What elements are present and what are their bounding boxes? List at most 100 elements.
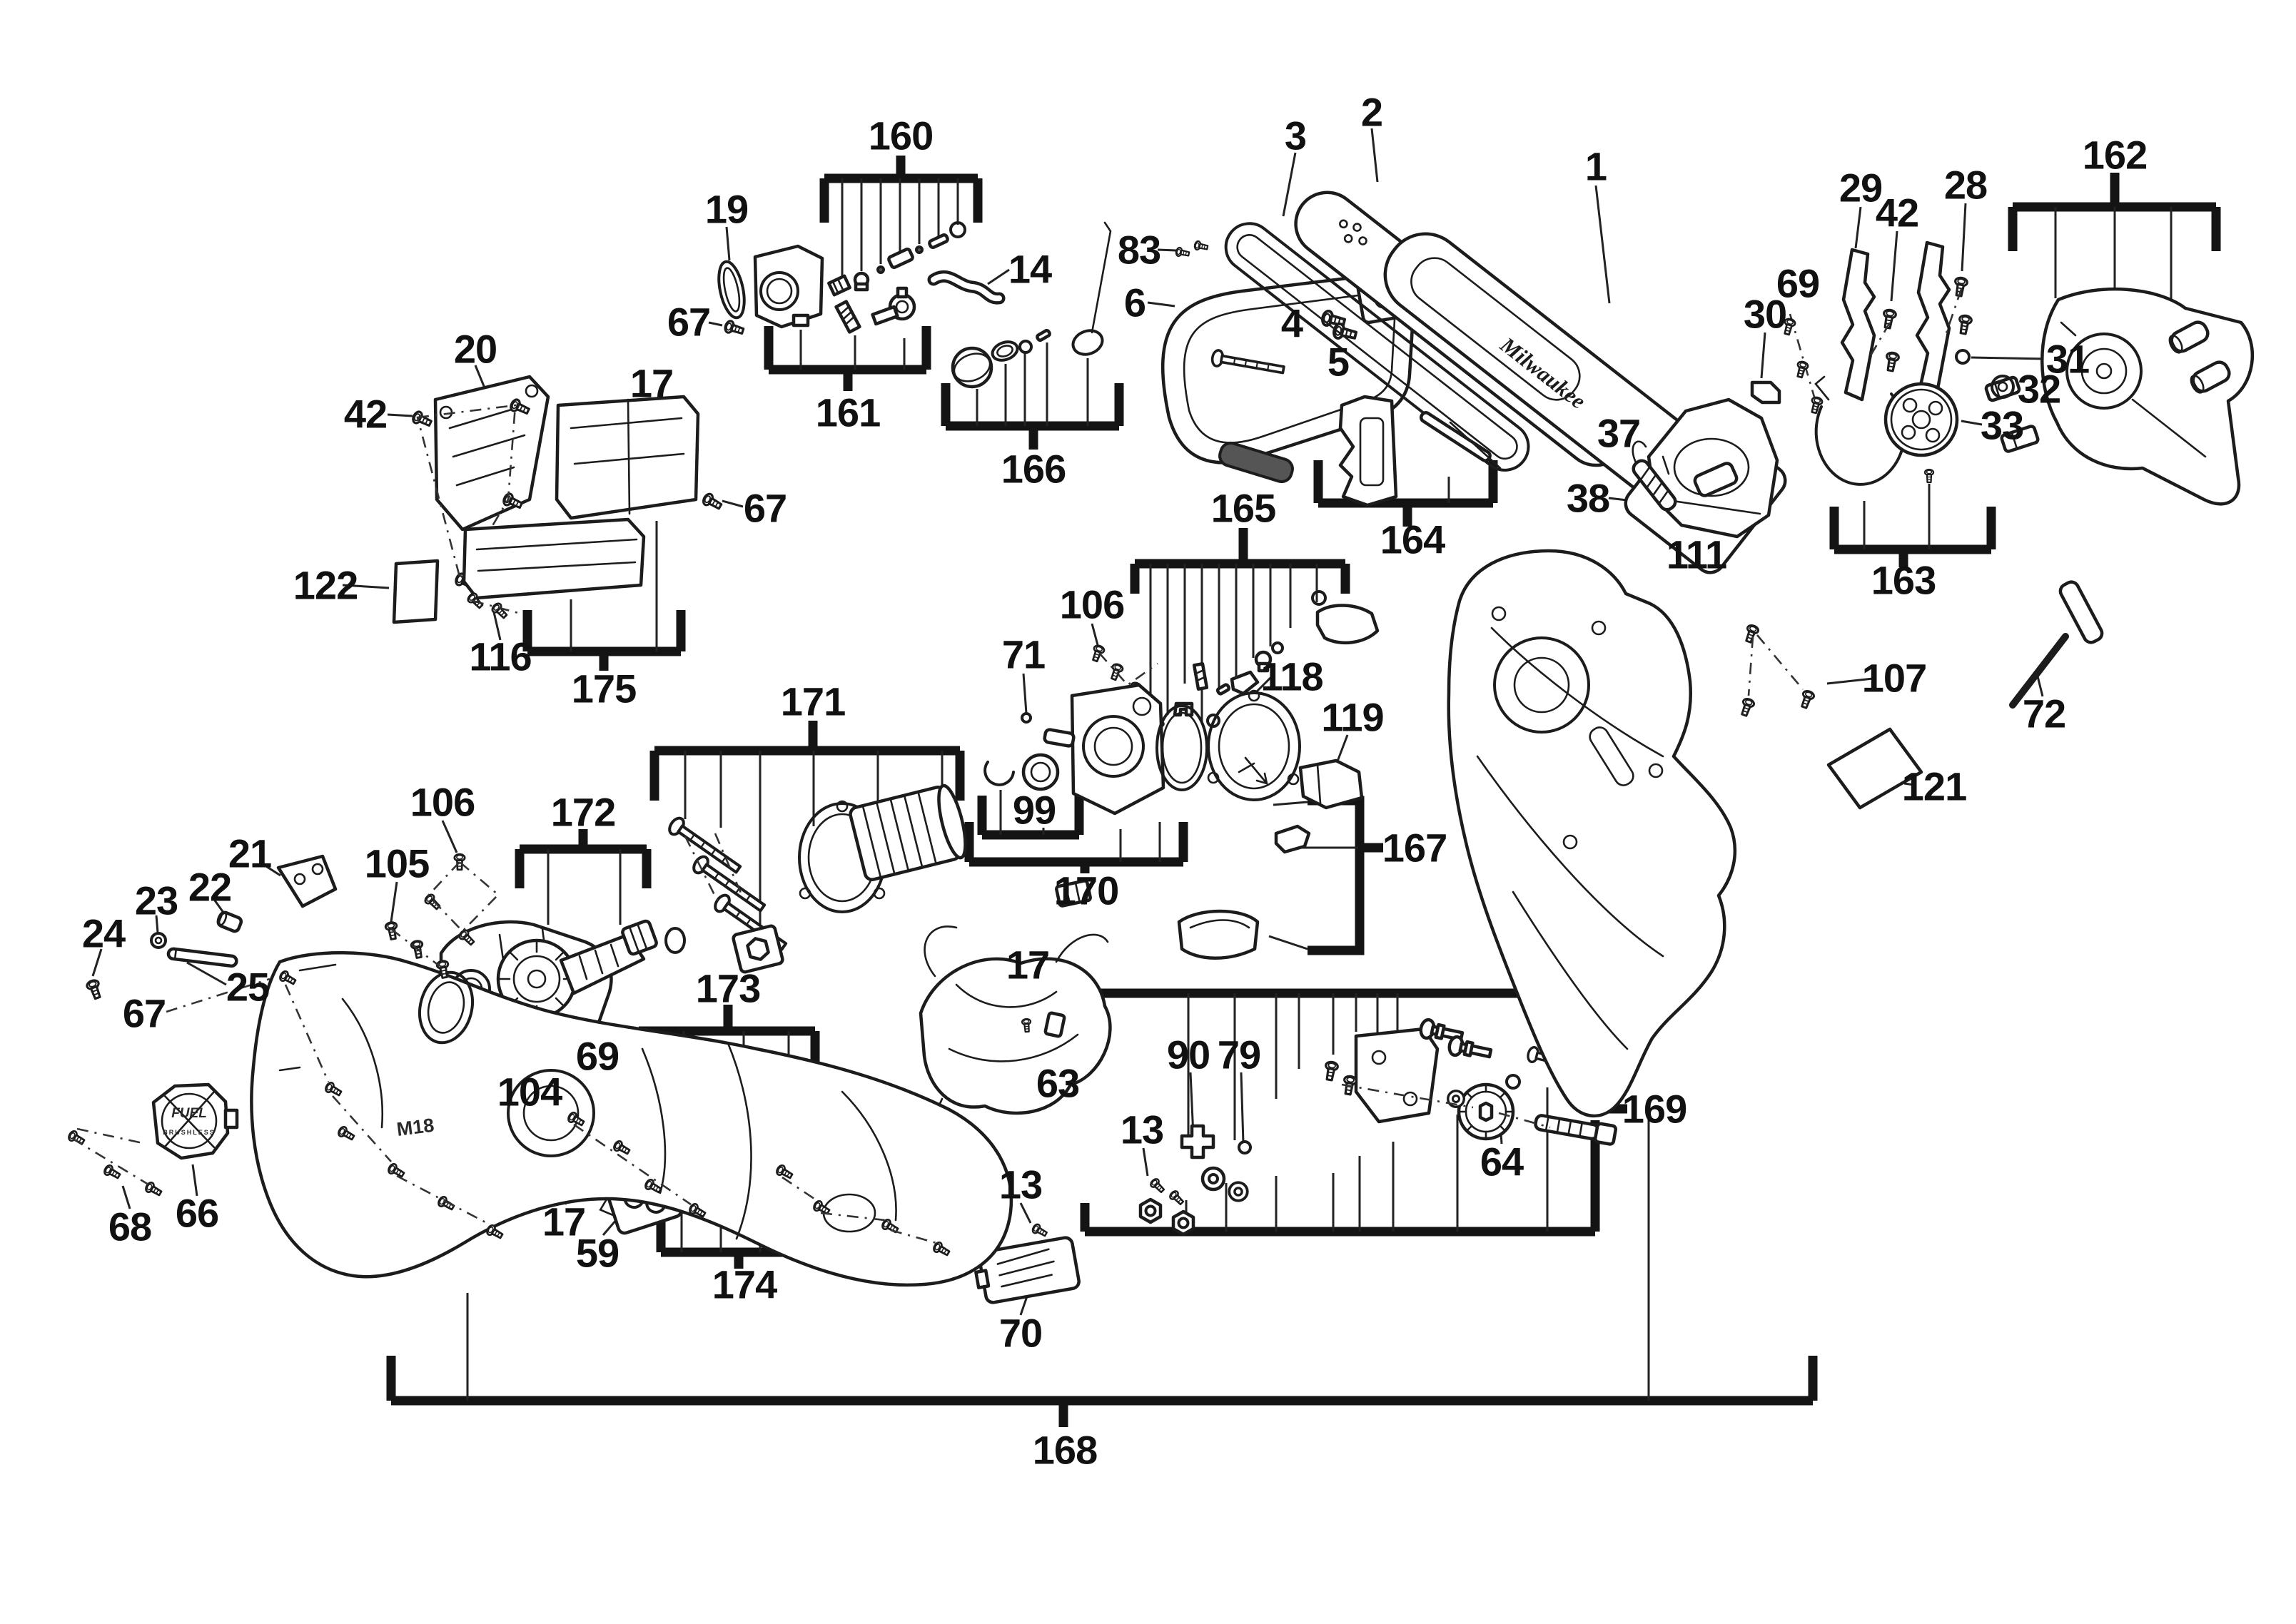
- damper-part-111: [1693, 462, 1739, 497]
- screws-116: [465, 591, 522, 621]
- oiler-part-161: [871, 286, 916, 326]
- sprocket-cover-part-162: [1984, 287, 2255, 506]
- part-label-4: 4: [1280, 300, 1303, 346]
- screw-part-24: [84, 978, 105, 1001]
- part-label-31: 31: [2045, 336, 2090, 382]
- part-label-64: 64: [1480, 1139, 1524, 1184]
- part-label-119: 119: [1321, 694, 1384, 740]
- part-label-83: 83: [1117, 227, 1161, 273]
- part-label-165: 165: [1210, 485, 1276, 531]
- stator-part-171: [849, 783, 967, 882]
- chain-tension-arrow-167: [1238, 756, 1268, 785]
- part-label-67-housing: 67: [122, 990, 166, 1036]
- part-label-173: 173: [695, 965, 761, 1011]
- part-label-68: 68: [108, 1204, 152, 1249]
- bracket-163: [1829, 484, 1996, 567]
- bracket-172: [515, 829, 652, 925]
- part-label-37: 37: [1597, 410, 1641, 456]
- screw-13-bottom: [1030, 1222, 1049, 1239]
- part-label-17-bottomleft: 17: [542, 1199, 586, 1244]
- part-label-33: 33: [1980, 402, 2024, 448]
- chain-part-3: [1224, 222, 1530, 472]
- pump-gasket: [1155, 704, 1208, 791]
- part-label-107: 107: [1861, 655, 1927, 701]
- deflector-part-167: [1177, 909, 1260, 960]
- small-parts-row-160: [827, 221, 966, 297]
- part-label-17-center: 17: [1006, 942, 1050, 988]
- part-label-169: 169: [1622, 1086, 1687, 1132]
- part-label-172: 172: [550, 789, 616, 835]
- clip-part-30: [1750, 380, 1781, 405]
- felling-dog-part-29: [1840, 248, 1876, 402]
- part-label-166: 166: [1001, 446, 1066, 492]
- part-label-13-bottom: 13: [998, 1162, 1043, 1207]
- bracket-167: [1268, 796, 1383, 955]
- part-label-164: 164: [1380, 517, 1445, 562]
- part-label-122: 122: [293, 562, 358, 608]
- nut-part-71: [1021, 712, 1032, 724]
- part-label-175: 175: [571, 666, 637, 711]
- part-label-42-left: 42: [343, 391, 388, 437]
- bushing-part-22: [216, 910, 243, 933]
- bracket-99: [977, 790, 1084, 840]
- part-label-59: 59: [575, 1230, 619, 1276]
- part-label-105: 105: [364, 841, 430, 886]
- part-label-161: 161: [815, 390, 881, 435]
- part-label-106-mid: 106: [1059, 582, 1125, 627]
- part-label-38: 38: [1566, 475, 1610, 521]
- part-label-168: 168: [1032, 1427, 1098, 1473]
- part-label-1: 1: [1584, 143, 1607, 189]
- screws-105: [383, 920, 452, 980]
- part-label-25: 25: [226, 964, 270, 1010]
- part-label-79: 79: [1217, 1032, 1261, 1077]
- part-label-19: 19: [704, 186, 749, 232]
- bracket-168: [386, 1119, 1818, 1427]
- screws-69-right: [1781, 317, 1824, 415]
- screws-42-left: [410, 397, 532, 592]
- fuel-badge: FUEL: [171, 1106, 207, 1121]
- bumper-spike-part-164: [1338, 395, 1502, 507]
- rotor-pinion-part-172: [496, 919, 686, 1020]
- bracket-175: [522, 521, 686, 671]
- bracket-166: [941, 342, 1124, 450]
- chain-catcher-part-70: [974, 1236, 1081, 1304]
- part-label-42-right: 42: [1875, 190, 1919, 235]
- part-label-121: 121: [1901, 763, 1967, 809]
- bracket-170: [964, 822, 1188, 873]
- hose-part-14: [927, 270, 1006, 305]
- pin-part-25: [166, 947, 238, 968]
- part-label-160: 160: [868, 113, 934, 158]
- part-label-3: 3: [1284, 113, 1307, 158]
- part-label-66: 66: [175, 1190, 219, 1236]
- hand-guard-part-20: [433, 375, 550, 532]
- part-label-2: 2: [1360, 89, 1383, 135]
- clutch-drum-part-33: [1814, 375, 1959, 486]
- part-label-72: 72: [2022, 691, 2066, 736]
- screws-part-83: [1174, 240, 1210, 259]
- part-label-17-top: 17: [629, 360, 674, 406]
- bracket-171: [649, 721, 965, 925]
- part-label-67-muffler: 67: [743, 485, 787, 531]
- muffler-box-part-175: [555, 395, 700, 520]
- part-label-70: 70: [998, 1310, 1043, 1356]
- part-label-99: 99: [1012, 787, 1056, 833]
- part-label-104: 104: [497, 1069, 562, 1115]
- oil-pump-part-170: [1043, 683, 1165, 816]
- m18-badge: M18: [395, 1115, 435, 1140]
- sticker-part-122: [392, 559, 440, 624]
- spring-part-161: [834, 300, 861, 334]
- part-label-6: 6: [1123, 280, 1146, 325]
- part-label-67-carb: 67: [667, 299, 711, 345]
- tensioner-group-169: [1141, 1017, 1618, 1234]
- brushless-badge: BRUSHLESS: [163, 1129, 216, 1136]
- part-label-174: 174: [712, 1262, 777, 1307]
- part-label-170: 170: [1053, 868, 1119, 913]
- boot-part-119: [1298, 758, 1364, 810]
- screws-28: [1944, 275, 1973, 336]
- screw-67-carb: [722, 318, 746, 338]
- washer-part-23: [150, 932, 167, 949]
- part-label-29: 29: [1839, 165, 1883, 210]
- part-label-71: 71: [1001, 631, 1046, 677]
- muffler-cover-part-175: [462, 517, 646, 600]
